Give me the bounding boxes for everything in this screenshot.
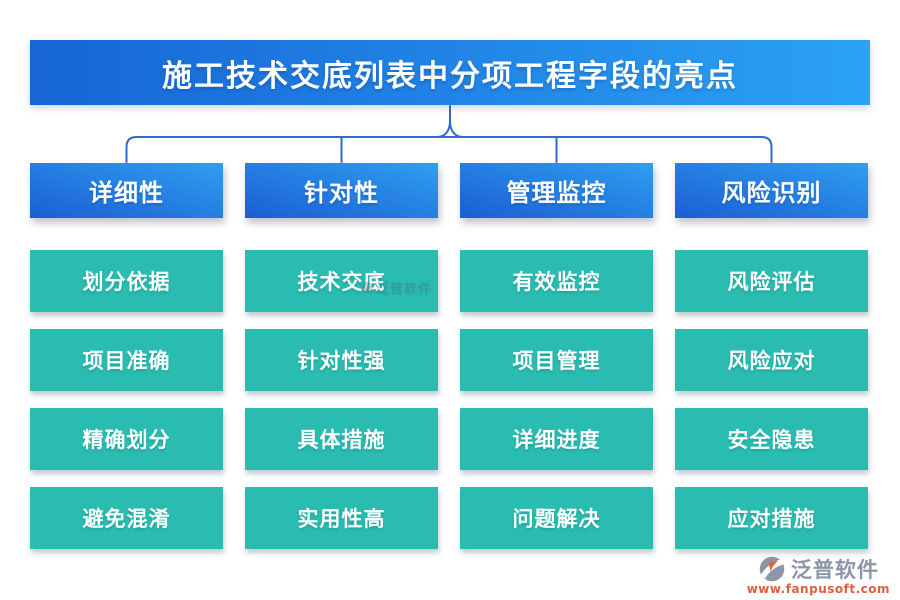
column-header-detail: 详细性: [30, 163, 223, 218]
node-label: 有效监控: [512, 270, 601, 294]
page-title: 施工技术交底列表中分项工程字段的亮点: [162, 58, 738, 94]
column-monitoring: 管理监控 有效监控 项目管理 详细进度 问题解决: [460, 163, 653, 549]
node-label: 避免混淆: [82, 507, 171, 531]
node-label: 安全隐患: [727, 428, 816, 452]
node-item: 有效监控: [460, 250, 653, 312]
column-header-label: 详细性: [89, 179, 164, 207]
column-header-risk: 风险识别: [675, 163, 868, 218]
node-item: 详细进度: [460, 408, 653, 470]
node-label: 风险应对: [727, 349, 816, 373]
node-label: 应对措施: [727, 507, 816, 531]
node-item: 风险评估: [675, 250, 868, 312]
vendor-name: 泛普软件: [790, 558, 879, 582]
node-item: 问题解决: [460, 487, 653, 549]
column-header-label: 针对性: [304, 179, 379, 207]
node-label: 项目准确: [82, 349, 171, 373]
node-item: 划分依据: [30, 250, 223, 312]
node-item: 具体措施: [245, 408, 438, 470]
node-item: 项目准确: [30, 329, 223, 391]
node-item: 应对措施: [675, 487, 868, 549]
column-detail: 详细性 划分依据 项目准确 精确划分 避免混淆: [30, 163, 223, 549]
node-label: 风险评估: [727, 270, 816, 294]
column-header-monitoring: 管理监控: [460, 163, 653, 218]
node-item: 技术交底 泛普软件: [245, 250, 438, 312]
node-label: 具体措施: [297, 428, 386, 452]
node-item: 针对性强: [245, 329, 438, 391]
vendor-logo: 泛普软件 www.fanpusoft.com: [747, 554, 890, 596]
column-header-label: 风险识别: [721, 179, 822, 207]
column-header-pertinence: 针对性: [245, 163, 438, 218]
node-item: 实用性高: [245, 487, 438, 549]
node-label: 项目管理: [512, 349, 601, 373]
node-item: 项目管理: [460, 329, 653, 391]
page-title-banner: 施工技术交底列表中分项工程字段的亮点: [30, 40, 870, 105]
column-header-label: 管理监控: [506, 179, 607, 207]
node-item: 精确划分: [30, 408, 223, 470]
node-item: 避免混淆: [30, 487, 223, 549]
node-label: 针对性强: [297, 349, 386, 373]
node-label: 详细进度: [512, 428, 601, 452]
column-pertinence: 针对性 技术交底 泛普软件 针对性强 具体措施 实用性高: [245, 163, 438, 549]
column-grid: 详细性 划分依据 项目准确 精确划分 避免混淆 针对性 技术交底 泛普软件 针对…: [30, 163, 868, 549]
node-item: 风险应对: [675, 329, 868, 391]
node-label: 问题解决: [512, 507, 601, 531]
node-item: 安全隐患: [675, 408, 868, 470]
node-label: 实用性高: [297, 507, 386, 531]
vendor-url: www.fanpusoft.com: [746, 582, 890, 596]
node-label: 精确划分: [82, 428, 171, 452]
fanpu-logo-icon: [759, 556, 785, 582]
column-risk: 风险识别 风险评估 风险应对 安全隐患 应对措施: [675, 163, 868, 549]
node-label: 划分依据: [82, 270, 171, 294]
node-label: 技术交底: [297, 270, 386, 294]
